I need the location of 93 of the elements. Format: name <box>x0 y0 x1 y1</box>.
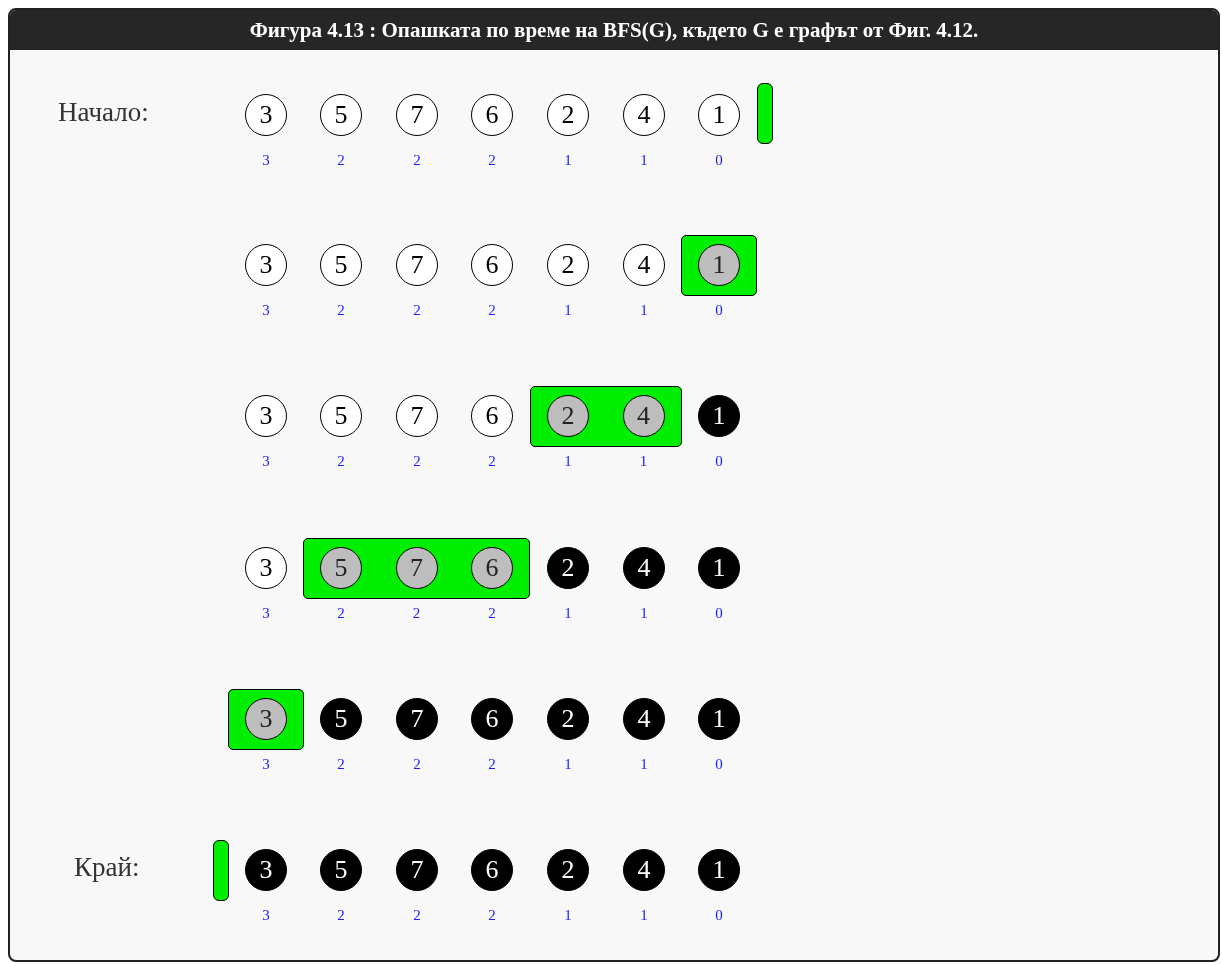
distance-label: 2 <box>487 907 497 924</box>
vertex-circle: 2 <box>547 698 589 740</box>
distance-label: 2 <box>336 453 346 470</box>
distance-label: 2 <box>412 756 422 773</box>
distance-label: 1 <box>563 605 573 622</box>
vertex-circle: 7 <box>396 94 438 136</box>
vertex-circle: 4 <box>623 244 665 286</box>
vertex-circle: 7 <box>396 395 438 437</box>
vertex-circle: 3 <box>245 547 287 589</box>
vertex-circle: 7 <box>396 244 438 286</box>
vertex-circle: 5 <box>320 94 362 136</box>
vertex-circle: 3 <box>245 698 287 740</box>
distance-label: 2 <box>412 302 422 319</box>
highlight-box <box>681 235 757 296</box>
vertex-circle: 2 <box>547 547 589 589</box>
distance-label: 2 <box>336 605 346 622</box>
vertex-circle: 1 <box>698 849 740 891</box>
distance-label: 2 <box>487 302 497 319</box>
distance-label: 2 <box>487 756 497 773</box>
vertex-circle: 4 <box>623 698 665 740</box>
vertex-circle: 1 <box>698 94 740 136</box>
vertex-circle: 6 <box>471 849 513 891</box>
distance-label: 2 <box>336 302 346 319</box>
distance-label: 2 <box>336 756 346 773</box>
distance-label: 1 <box>638 453 649 470</box>
distance-label: 1 <box>563 302 573 319</box>
vertex-circle: 3 <box>245 94 287 136</box>
distance-label: 2 <box>487 453 497 470</box>
distance-label: 0 <box>714 605 724 622</box>
vertex-circle: 5 <box>320 698 362 740</box>
distance-label: 3 <box>261 605 271 622</box>
vertex-circle: 5 <box>320 395 362 437</box>
distance-label: 2 <box>412 152 422 169</box>
vertex-circle: 6 <box>471 94 513 136</box>
queue-marker <box>213 840 229 901</box>
vertex-circle: 5 <box>320 244 362 286</box>
distance-label: 2 <box>412 907 422 924</box>
distance-label: 1 <box>639 302 649 319</box>
vertex-circle: 6 <box>471 547 513 589</box>
distance-label: 3 <box>261 756 271 773</box>
queue-marker <box>757 83 773 144</box>
vertex-circle: 1 <box>698 547 740 589</box>
distance-label: 0 <box>714 152 724 169</box>
vertex-circle: 4 <box>622 395 665 437</box>
vertex-circle: 5 <box>320 849 362 891</box>
vertex-circle: 3 <box>245 244 287 286</box>
distance-label: 1 <box>639 756 649 773</box>
distance-label: 3 <box>261 152 271 169</box>
distance-label: 3 <box>261 302 271 319</box>
distance-label: 3 <box>261 453 271 470</box>
vertex-circle: 3 <box>245 395 287 437</box>
vertex-circle: 7 <box>396 698 438 740</box>
highlight-box <box>303 538 530 599</box>
vertex-circle: 3 <box>245 849 287 891</box>
highlight-box <box>228 689 304 750</box>
row-label: Начало: <box>58 97 149 128</box>
vertex-circle: 4 <box>623 547 665 589</box>
distance-label: 1 <box>639 907 649 924</box>
vertex-circle: 1 <box>698 395 740 437</box>
vertex-circle: 6 <box>471 395 513 437</box>
vertex-circle: 2 <box>547 849 589 891</box>
highlight-box <box>530 386 682 447</box>
distance-label: 1 <box>563 756 573 773</box>
vertex-circle: 6 <box>471 698 513 740</box>
distance-label: 2 <box>336 152 346 169</box>
distance-label: 0 <box>714 907 724 924</box>
distance-label: 1 <box>639 605 649 622</box>
vertex-circle: 1 <box>698 698 740 740</box>
vertex-circle: 6 <box>471 244 513 286</box>
row-label: Край: <box>74 852 140 883</box>
vertex-circle: 5 <box>320 547 362 589</box>
distance-label: 1 <box>563 152 573 169</box>
distance-label: 0 <box>714 756 724 773</box>
vertex-circle: 2 <box>547 94 589 136</box>
distance-label: 2 <box>411 605 422 622</box>
vertex-circle: 7 <box>396 849 438 891</box>
figure-title: Фигура 4.13 : Опашката по време на BFS(G), където G е графът от Фиг. 4.12. <box>249 17 979 43</box>
distance-label: 3 <box>261 907 271 924</box>
vertex-circle: 4 <box>623 849 665 891</box>
vertex-circle: 7 <box>395 547 438 589</box>
distance-label: 2 <box>412 453 422 470</box>
distance-label: 0 <box>714 302 724 319</box>
vertex-circle: 2 <box>547 244 589 286</box>
distance-label: 0 <box>714 453 724 470</box>
distance-label: 1 <box>563 907 573 924</box>
distance-label: 2 <box>336 907 346 924</box>
distance-label: 2 <box>487 152 497 169</box>
distance-label: 2 <box>487 605 497 622</box>
distance-label: 1 <box>639 152 649 169</box>
vertex-circle: 1 <box>698 244 740 286</box>
distance-label: 1 <box>563 453 573 470</box>
vertex-circle: 2 <box>547 395 589 437</box>
vertex-circle: 4 <box>623 94 665 136</box>
